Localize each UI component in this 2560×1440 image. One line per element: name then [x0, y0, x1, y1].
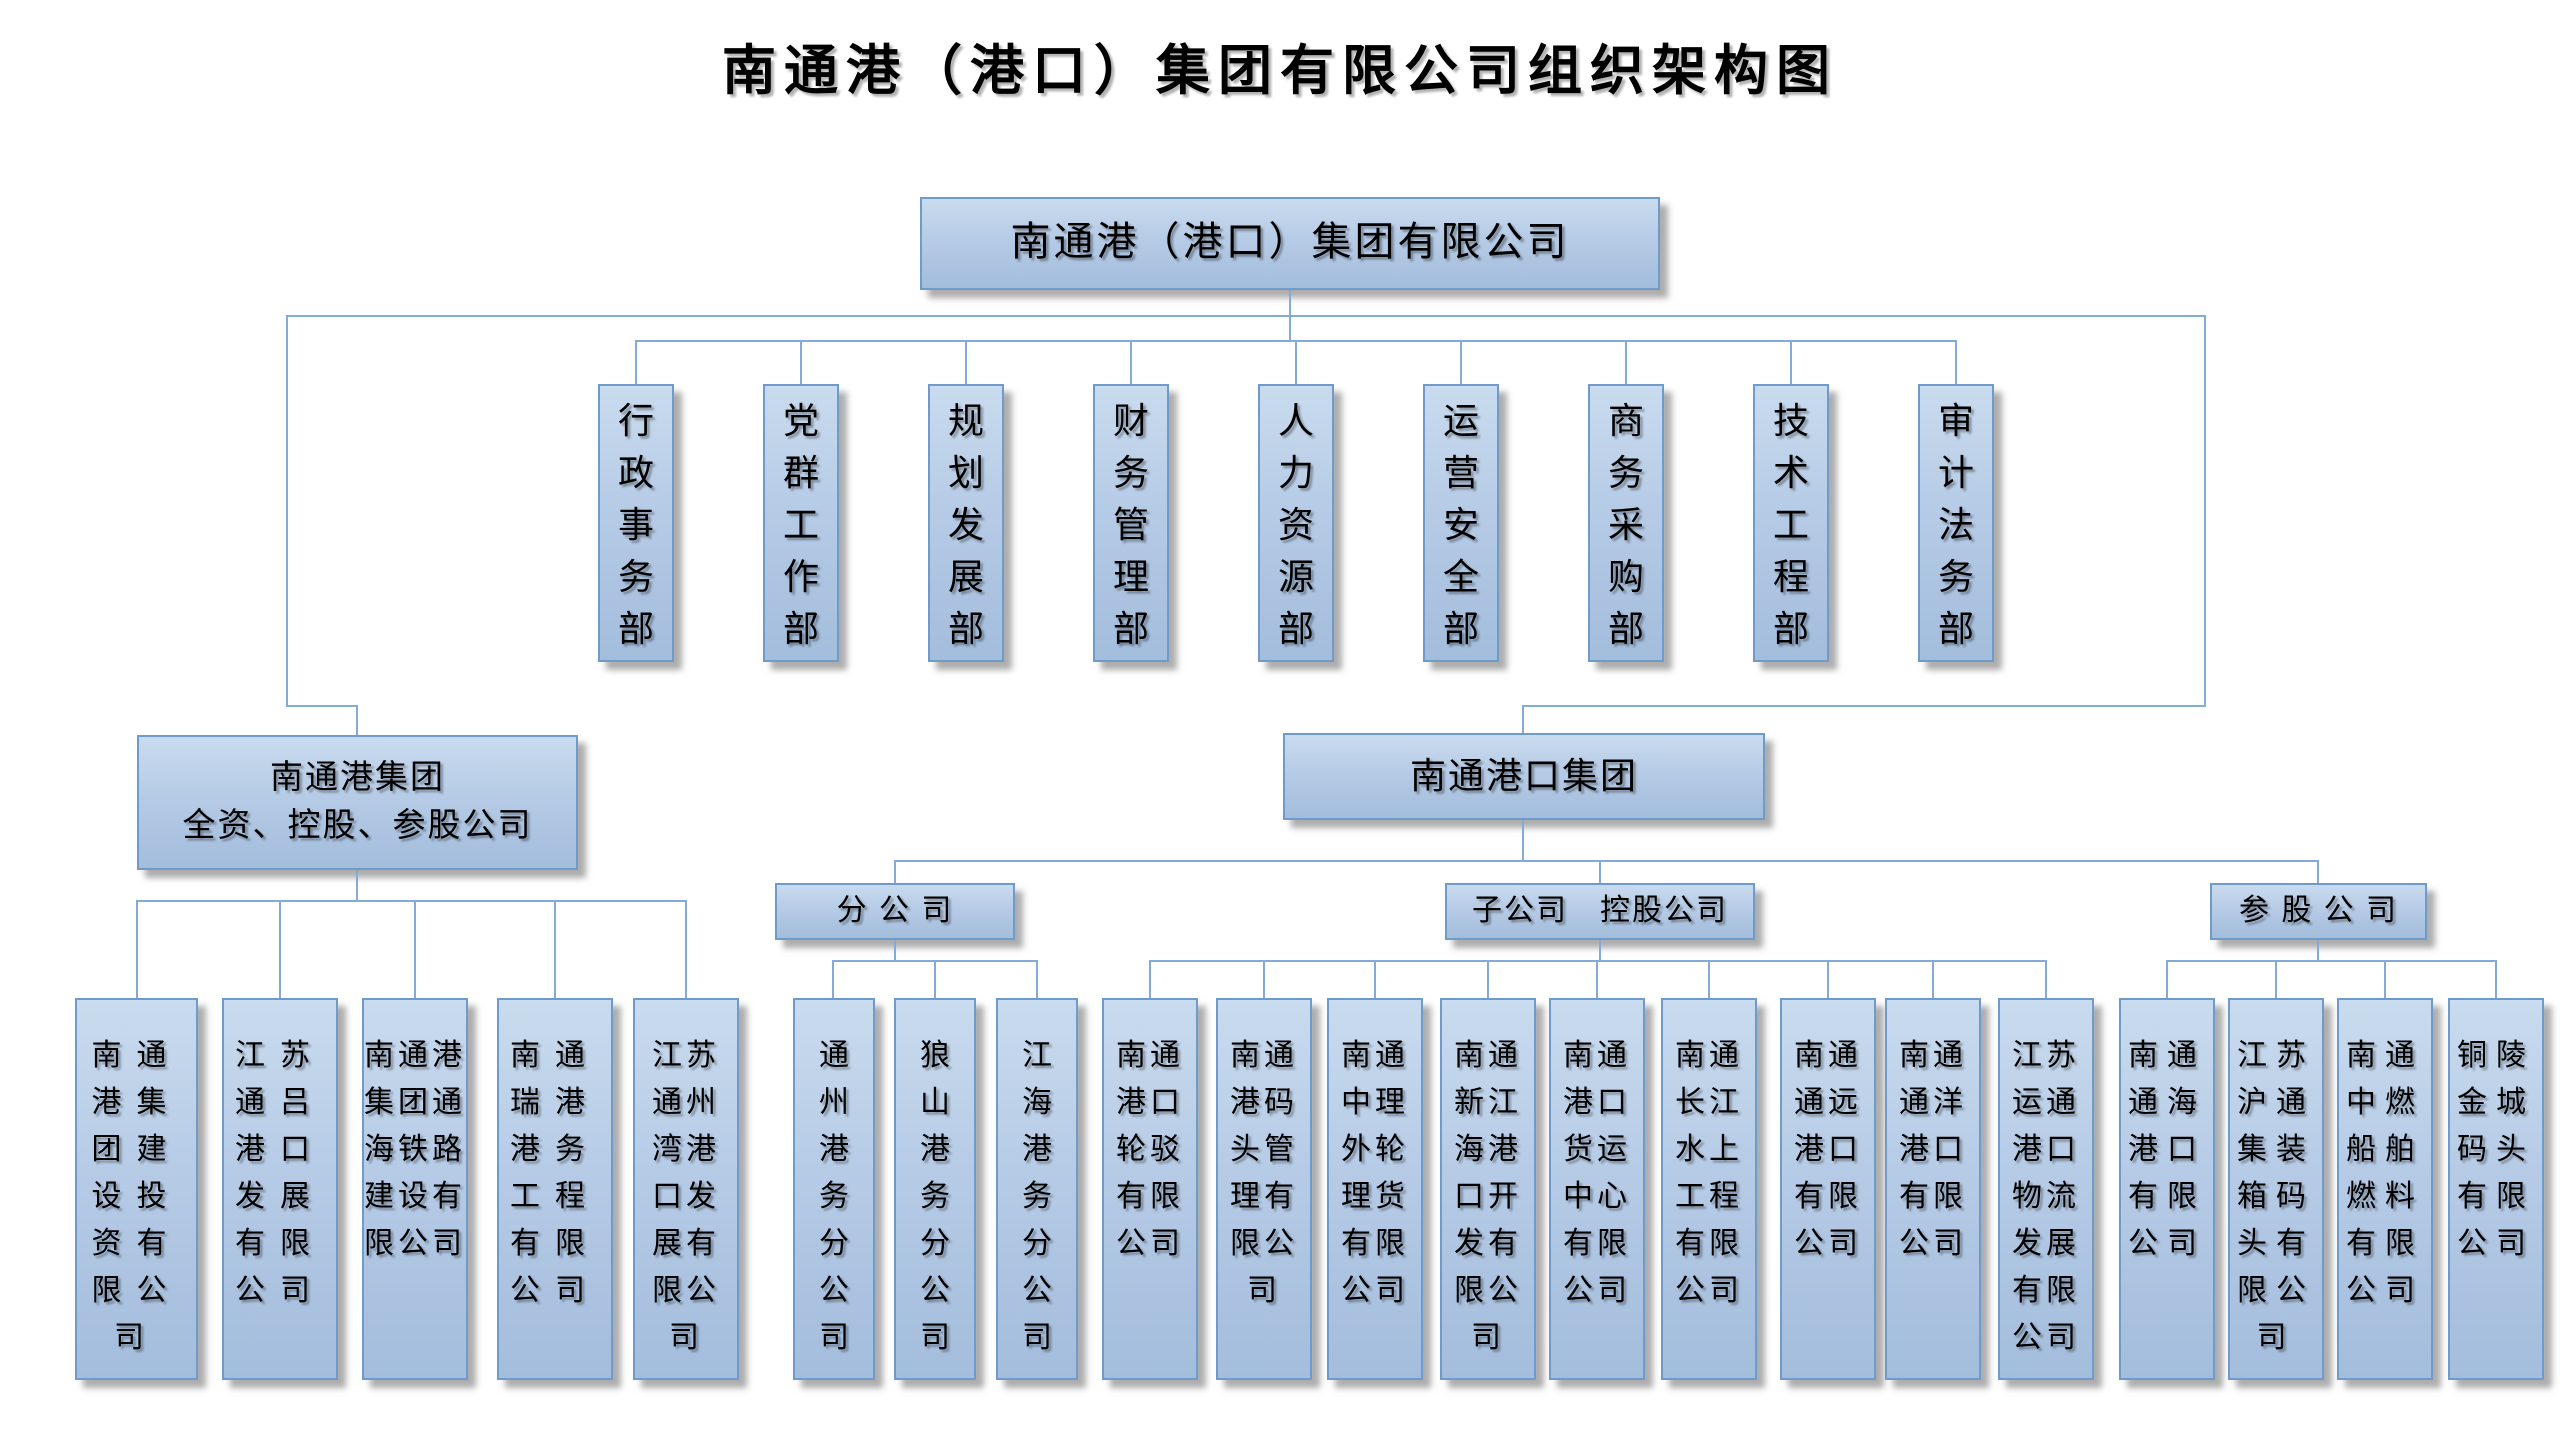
connector-line: [2204, 315, 2206, 707]
department-box: 行 政 事 务 部: [598, 384, 674, 662]
connector-line: [1295, 340, 1297, 386]
department-box: 运 营 安 全 部: [1423, 384, 1499, 662]
connector-line: [2317, 940, 2319, 960]
connector-line: [1599, 860, 1601, 883]
connector-line: [1149, 960, 1151, 998]
connector-line: [894, 860, 2318, 862]
category-box-associate: 参 股 公 司: [2210, 883, 2427, 940]
connector-line: [356, 705, 358, 735]
connector-line: [279, 900, 281, 998]
connector-line: [136, 900, 687, 902]
connector-line: [1625, 340, 1627, 386]
connector-line: [286, 315, 2206, 317]
department-box: 商 务 采 购 部: [1588, 384, 1664, 662]
company-box: 江苏 运通 港口 物流 发展 有限 公司: [1998, 998, 2094, 1380]
connector-line: [635, 340, 637, 386]
connector-line: [1708, 960, 1710, 998]
connector-line: [894, 860, 896, 883]
connector-line: [1374, 960, 1376, 998]
company-box: 铜陵 金城 码头 有限 公司: [2448, 998, 2544, 1380]
company-box: 通 州 港 务 分 公 司: [793, 998, 875, 1380]
company-box: 南通 港码 头管 理有 限公 司: [1216, 998, 1312, 1380]
connector-line: [414, 900, 416, 998]
group-box-left: 南通港集团 全资、控股、参股公司: [137, 735, 578, 870]
company-box: 南通 中理 外轮 理货 有限 公司: [1327, 998, 1423, 1380]
connector-line: [894, 940, 896, 960]
connector-line: [2045, 960, 2047, 998]
connector-line: [2495, 960, 2497, 998]
connector-line: [1955, 340, 1957, 386]
connector-line: [136, 900, 138, 998]
company-box: 南通 港口 轮驳 有限 公司: [1102, 998, 1198, 1380]
department-box: 财 务 管 理 部: [1093, 384, 1169, 662]
connector-line: [1130, 340, 1132, 386]
connector-line: [2166, 960, 2168, 998]
company-box: 南通 通洋 港口 有限 公司: [1885, 998, 1981, 1380]
root-company-box: 南通港（港口）集团有限公司: [920, 197, 1660, 290]
connector-line: [1263, 960, 1265, 998]
connector-line: [934, 960, 936, 998]
company-box: 南通港 集团通 海铁路 建设有 限公司: [362, 998, 468, 1380]
company-box: 南通 通海 港口 有限 公司: [2119, 998, 2215, 1380]
connector-line: [286, 705, 358, 707]
page-title: 南通港（港口）集团有限公司组织架构图: [722, 41, 1838, 101]
connector-line: [965, 340, 967, 386]
category-box-subsidiary: 子公司 控股公司: [1445, 883, 1755, 940]
category-box-branch: 分 公 司: [775, 883, 1015, 940]
connector-line: [2384, 960, 2386, 998]
connector-line: [1036, 960, 1038, 998]
connector-line: [1596, 960, 1598, 998]
connector-line: [2317, 860, 2319, 883]
connector-line: [1149, 960, 2047, 962]
company-box: 南通 中燃 船舶 燃料 有限 公司: [2337, 998, 2433, 1380]
connector-line: [1932, 960, 1934, 998]
company-box: 南通 港集 团建 设投 资有 限公 司: [75, 998, 198, 1380]
company-box: 南通 长江 水上 工程 有限 公司: [1661, 998, 1757, 1380]
connector-line: [356, 870, 358, 900]
connector-line: [1522, 820, 1524, 860]
connector-line: [2275, 960, 2277, 998]
company-box: 南通 新江 海港 口开 发有 限公 司: [1440, 998, 1536, 1380]
connector-line: [1599, 940, 1601, 960]
connector-line: [1522, 705, 1524, 733]
company-box: 江苏 通吕 港口 发展 有限 公司: [222, 998, 338, 1380]
connector-line: [832, 960, 834, 998]
company-box: 江 海 港 务 分 公 司: [996, 998, 1078, 1380]
connector-line: [800, 340, 802, 386]
group-box-right: 南通港口集团: [1283, 733, 1765, 820]
connector-line: [286, 315, 288, 707]
connector-line: [554, 900, 556, 998]
department-box: 技 术 工 程 部: [1753, 384, 1829, 662]
connector-line: [2166, 960, 2497, 962]
connector-line: [1487, 960, 1489, 998]
company-box: 江苏 通州 湾港 口发 展有 限公 司: [633, 998, 739, 1380]
department-box: 规 划 发 展 部: [928, 384, 1004, 662]
connector-line: [1460, 340, 1462, 386]
connector-line: [685, 900, 687, 998]
connector-line: [1522, 705, 2206, 707]
company-box: 江苏 沪通 集装 箱码 头有 限公 司: [2228, 998, 2324, 1380]
department-box: 人 力 资 源 部: [1258, 384, 1334, 662]
connector-line: [1790, 340, 1792, 386]
company-box: 南通 港口 货运 中心 有限 公司: [1549, 998, 1645, 1380]
company-box: 狼 山 港 务 分 公 司: [894, 998, 976, 1380]
connector-line: [1827, 960, 1829, 998]
department-box: 审 计 法 务 部: [1918, 384, 1994, 662]
company-box: 南通 瑞港 港务 工程 有限 公司: [497, 998, 613, 1380]
department-box: 党 群 工 作 部: [763, 384, 839, 662]
company-box: 南通 通远 港口 有限 公司: [1780, 998, 1876, 1380]
